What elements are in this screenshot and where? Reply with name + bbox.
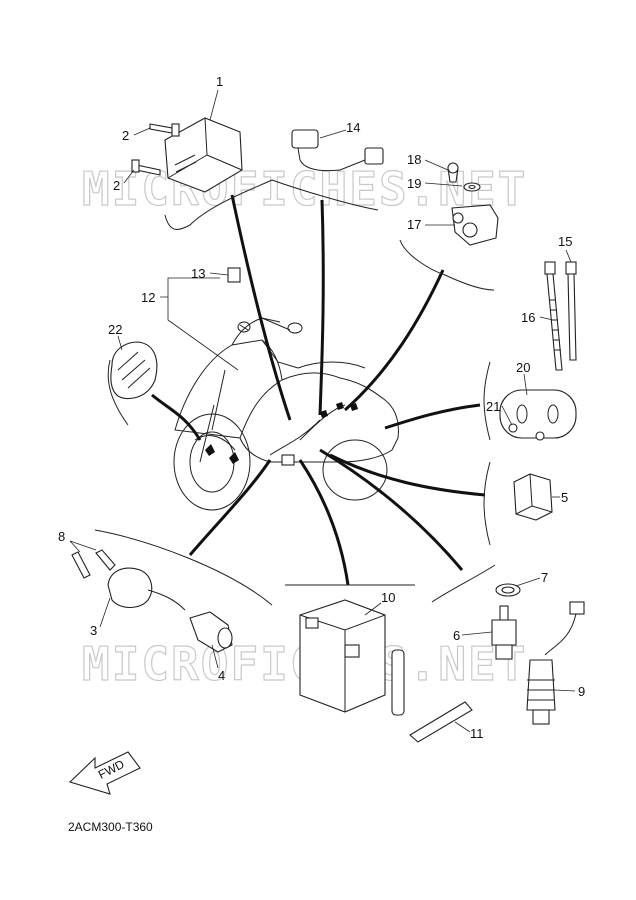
bolt-8-right <box>95 549 116 571</box>
callout-21: 21 <box>486 399 500 414</box>
battery-10 <box>299 599 386 713</box>
spark-plug-cap-4 <box>189 611 233 653</box>
callout-9: 9 <box>578 684 585 699</box>
cable-tie-15 <box>565 261 577 361</box>
bolt-2-upper <box>149 123 180 137</box>
relay-5 <box>513 473 553 521</box>
sensor-6 <box>491 605 517 660</box>
callout-8: 8 <box>58 529 65 544</box>
screw-18 <box>447 162 459 183</box>
harness-connector-14 <box>291 129 384 172</box>
callout-17: 17 <box>407 217 421 232</box>
callout-16: 16 <box>521 310 535 325</box>
ecu-unit <box>164 117 243 193</box>
fwd-arrow: FWD <box>68 751 141 795</box>
callout-11: 11 <box>470 726 484 741</box>
callout-5: 5 <box>561 490 568 505</box>
cable-tie-16 <box>544 261 563 371</box>
callout-22: 22 <box>108 322 122 337</box>
callout-15: 15 <box>558 234 572 249</box>
group-brackets <box>94 179 496 606</box>
battery-strap-11 <box>409 701 473 743</box>
callout-1: 1 <box>216 74 223 89</box>
callout-7: 7 <box>541 570 548 585</box>
bolt-2-lower <box>131 159 161 176</box>
callout-3: 3 <box>90 623 97 638</box>
diagram-code: 2ACM300-T360 <box>68 820 153 834</box>
callout-2-upper: 2 <box>122 128 129 143</box>
washer-21 <box>508 423 545 441</box>
washer-7 <box>495 583 521 597</box>
callout-2-lower: 2 <box>113 178 120 193</box>
callout-6: 6 <box>453 628 460 643</box>
callout-19: 19 <box>407 176 421 191</box>
callout-10: 10 <box>381 590 395 605</box>
battery-tube <box>391 649 405 716</box>
sensor-bracket-17 <box>451 204 499 246</box>
fuse-13 <box>227 267 241 283</box>
callout-18: 18 <box>407 152 421 167</box>
washer-19 <box>463 182 481 192</box>
lens-22 <box>110 341 158 400</box>
callout-14: 14 <box>346 120 360 135</box>
scooter-frame <box>173 317 399 511</box>
callout-12: 12 <box>141 290 155 305</box>
o2-sensor-9 <box>526 601 585 725</box>
ignition-coil-3 <box>107 567 186 611</box>
bolt-8-left <box>71 551 91 579</box>
callout-leaders <box>69 89 576 733</box>
callout-4: 4 <box>218 668 225 683</box>
callouts: 1 2 2 3 4 5 6 7 8 9 10 11 12 13 14 15 16… <box>58 74 585 741</box>
harness-lines <box>151 194 486 586</box>
callout-20: 20 <box>516 360 530 375</box>
callout-13: 13 <box>191 266 205 281</box>
